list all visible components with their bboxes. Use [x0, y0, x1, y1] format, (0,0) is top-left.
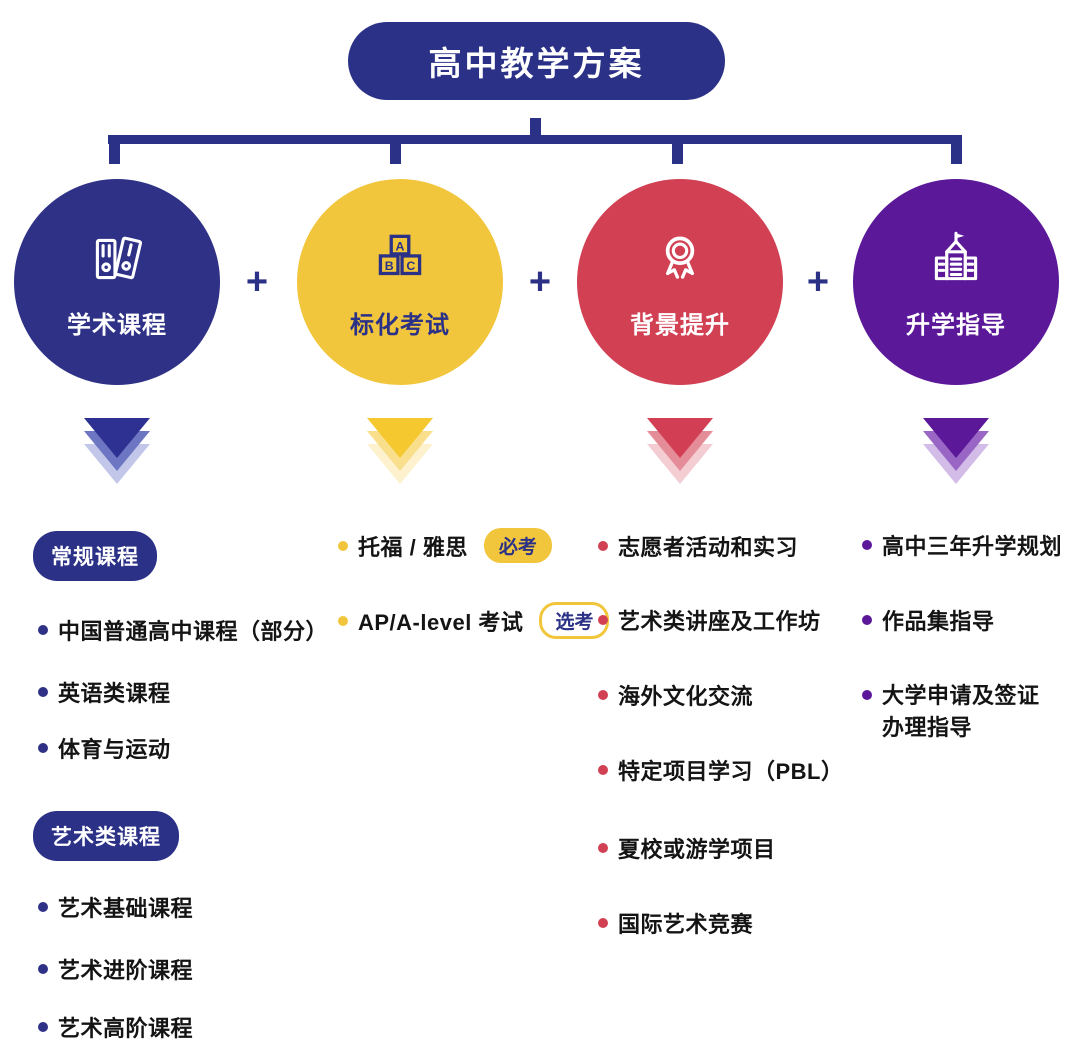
list-item: 艺术进阶课程 [38, 953, 193, 985]
bullet-dot [862, 615, 872, 625]
diagram-title: 高中教学方案 [428, 45, 645, 82]
badge-regular-courses: 常规课程 [33, 531, 157, 581]
list-item: 国际艺术竞赛 [598, 907, 753, 939]
list-item: 英语类课程 [38, 676, 171, 708]
branch-circle-academic: 学术课程 [14, 179, 220, 385]
bullet-dot [38, 687, 48, 697]
list-item: 志愿者活动和实习 [598, 530, 798, 562]
chevron-down-arrow-red [647, 418, 713, 488]
bullet-dot [338, 540, 348, 551]
chevron-down-arrow-navy [84, 418, 150, 488]
branch-label-background: 背景提升 [630, 311, 730, 339]
list-item: AP/A-level 考试 选考 [338, 602, 610, 639]
list-item: 艺术类讲座及工作坊 [598, 604, 821, 636]
block-letter-a: A [396, 239, 405, 253]
branch-circle-guidance: 升学指导 [853, 179, 1059, 385]
badge-art-courses: 艺术类课程 [33, 811, 179, 861]
connector-stub-guidance [951, 135, 962, 164]
bullet-dot [38, 625, 48, 635]
school-building-icon [934, 231, 978, 280]
connector-stub-academic [109, 135, 120, 164]
list-item: 高中三年升学规划 [862, 529, 1062, 561]
bullet-dot [598, 843, 608, 853]
bullet-dot [598, 615, 608, 625]
chevron-down-arrow-yellow [367, 418, 433, 488]
tag-optional: 选考 [539, 602, 610, 639]
plus-sign: + [806, 261, 830, 303]
list-item-line: 办理指导 [882, 715, 973, 740]
list-item: 特定项目学习（PBL） [598, 754, 844, 786]
bullet-dot [598, 765, 608, 775]
bullet-dot [598, 918, 608, 928]
binders-icon [95, 236, 143, 279]
list-item: 托福 / 雅思 必考 [338, 528, 552, 563]
list-item-line: 大学申请及签证 [882, 683, 1040, 708]
branch-label-tests: 标化考试 [350, 311, 450, 339]
branch-circle-background: 背景提升 [577, 179, 783, 385]
branch-label-guidance: 升学指导 [906, 311, 1006, 339]
connector-stub-tests [390, 135, 401, 164]
branch-label-academic: 学术课程 [67, 311, 167, 339]
branch-circle-tests: A B C 标化考试 [297, 179, 503, 385]
bullet-dot [598, 690, 608, 700]
bullet-dot [598, 541, 608, 551]
list-item: 体育与运动 [38, 732, 171, 764]
connector-stub-background [672, 135, 683, 164]
list-item: 夏校或游学项目 [598, 832, 776, 864]
list-item: 海外文化交流 [598, 679, 753, 711]
plus-sign: + [245, 261, 269, 303]
plus-sign: + [528, 261, 552, 303]
bullet-dot [862, 540, 872, 550]
connector-top-stub [530, 118, 541, 136]
abc-blocks-icon: A B C [378, 234, 422, 275]
medal-ribbon-icon [665, 236, 695, 279]
bullet-dot [338, 615, 348, 626]
list-item: 作品集指导 [862, 604, 995, 636]
connector-horizontal-line [108, 135, 962, 144]
bullet-dot [38, 1022, 48, 1032]
diagram-title-pill: 高中教学方案 [348, 22, 725, 100]
bullet-dot [862, 690, 872, 700]
block-letter-b: B [385, 258, 394, 272]
bullet-dot [38, 743, 48, 753]
chevron-down-arrow-purple [923, 418, 989, 488]
list-item: 艺术高阶课程 [38, 1011, 193, 1043]
bullet-dot [38, 902, 48, 912]
list-item: 中国普通高中课程（部分） [38, 614, 328, 646]
list-item: 艺术基础课程 [38, 891, 193, 923]
bullet-dot [38, 964, 48, 974]
list-item: 大学申请及签证 办理指导 [862, 680, 1040, 744]
block-letter-c: C [406, 258, 415, 272]
tag-required: 必考 [483, 528, 552, 563]
